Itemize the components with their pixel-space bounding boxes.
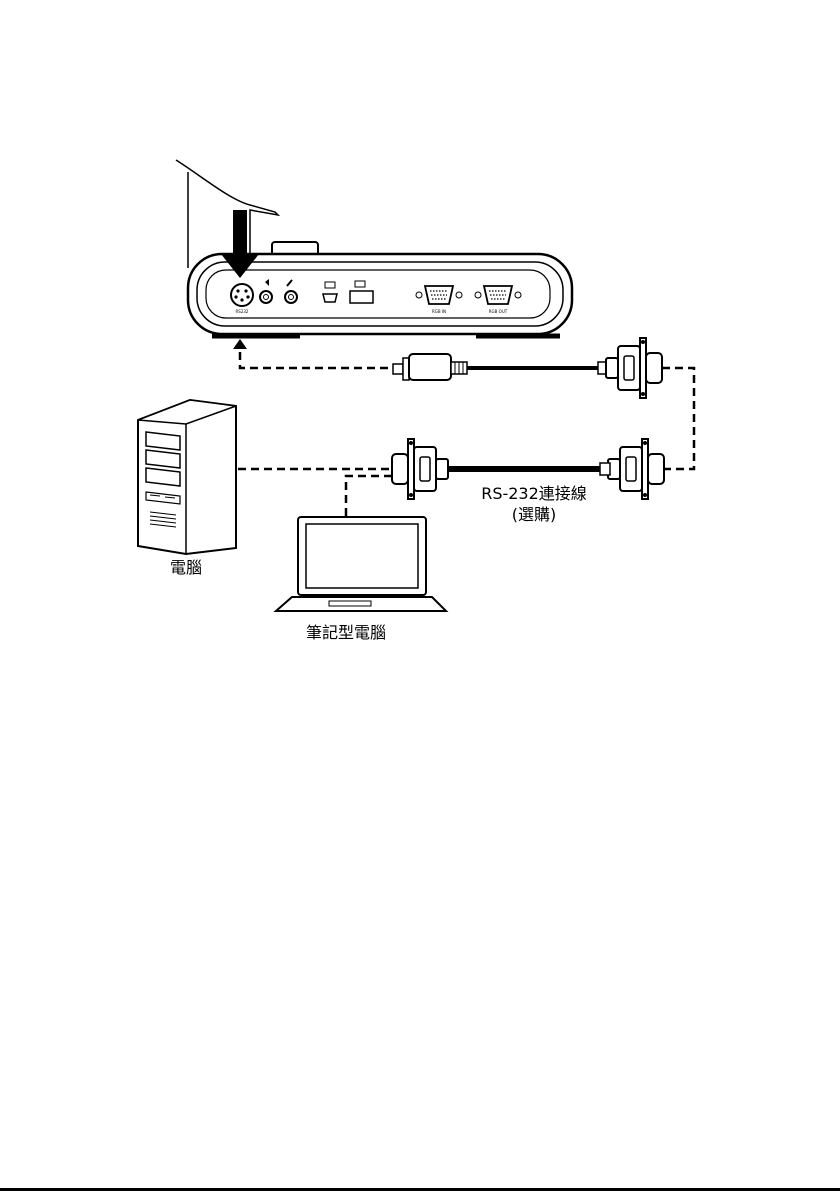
desktop-label: 電腦	[170, 558, 202, 577]
rs232-port-label: RS232	[236, 309, 249, 314]
cable-note: (選購)	[512, 505, 557, 524]
camera-arm	[176, 160, 278, 268]
cable-label: RS-232連接線	[481, 484, 587, 503]
page-bottom-rule	[0, 1188, 840, 1191]
laptop-computer-icon	[276, 517, 446, 611]
rs232-dashed-link	[233, 339, 393, 368]
right-dashed-link	[662, 368, 694, 469]
up-arrow-icon	[233, 339, 247, 349]
camera-icon	[355, 281, 365, 287]
desktop-computer-icon	[138, 400, 236, 554]
db9-connector-top	[598, 338, 662, 398]
rgb-out-label: RGB OUT	[489, 309, 508, 314]
laptop-dashed-link	[346, 476, 392, 516]
laptop-label: 筆記型電腦	[306, 623, 386, 642]
rgb-in-label: RGB IN	[432, 309, 446, 314]
pc-icon	[325, 282, 335, 288]
db9-connector-bottom-left	[392, 439, 448, 499]
db9-connector-bottom-right	[600, 439, 664, 499]
mini-din-cable	[393, 354, 600, 380]
